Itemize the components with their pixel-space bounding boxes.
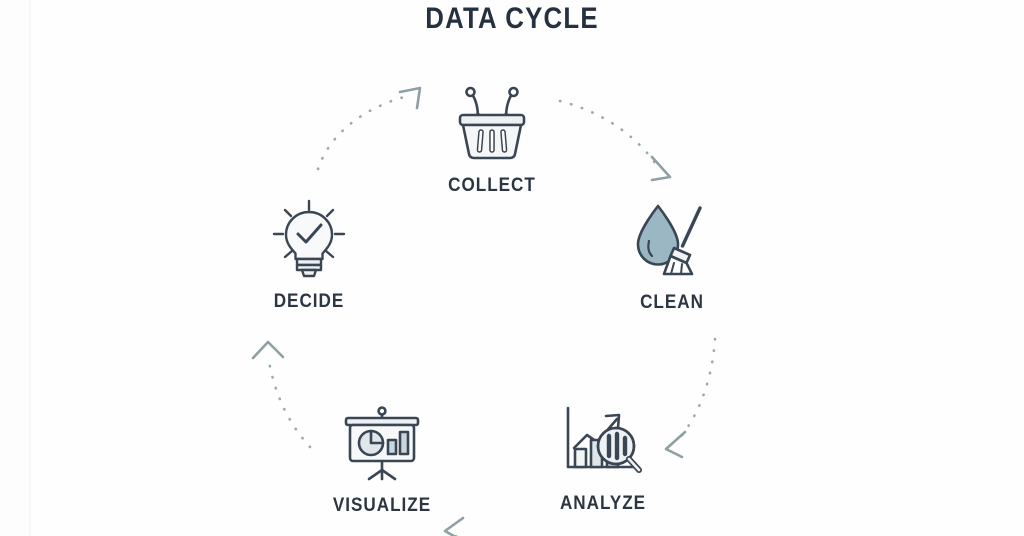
connector-decide-to-collect-line [316,94,410,171]
arrowhead-collect-to-clean [650,155,672,182]
water-droplet-broom-icon [636,204,702,276]
stage-label-decide: DECIDE [273,291,345,312]
stage-label-visualize: VISUALIZE [332,495,432,516]
cycle-stage-clean[interactable]: CLEAN [587,197,757,314]
cycle-stage-analyze[interactable]: ANALYZE [518,398,688,515]
arrowhead-analyze-to-visualize [443,516,465,536]
clean-icon-wrap [587,197,757,283]
lightbulb-check-icon [272,199,346,278]
cycle-stage-visualize[interactable]: VISUALIZE [297,400,467,517]
shopping-basket-icon [458,86,526,160]
stage-label-collect: COLLECT [448,175,536,196]
arrowhead-clean-to-analyze [664,430,687,459]
visualize-icon-wrap [297,400,467,486]
arrowhead-visualize-to-decide [251,340,285,360]
analyze-icon-wrap [518,398,688,484]
stage-label-clean: CLEAN [640,292,704,313]
arrowhead-decide-to-collect [398,86,422,110]
bar-chart-magnifier-icon [566,406,642,473]
presentation-chart-icon [344,406,420,481]
page-title: DATA CYCLE [425,2,599,35]
decide-icon-wrap [224,196,394,282]
stage-label-analyze: ANALYZE [559,493,647,514]
collect-icon-wrap [407,80,577,166]
cycle-stage-decide[interactable]: DECIDE [224,196,394,313]
cycle-stage-collect[interactable]: COLLECT [407,80,577,197]
